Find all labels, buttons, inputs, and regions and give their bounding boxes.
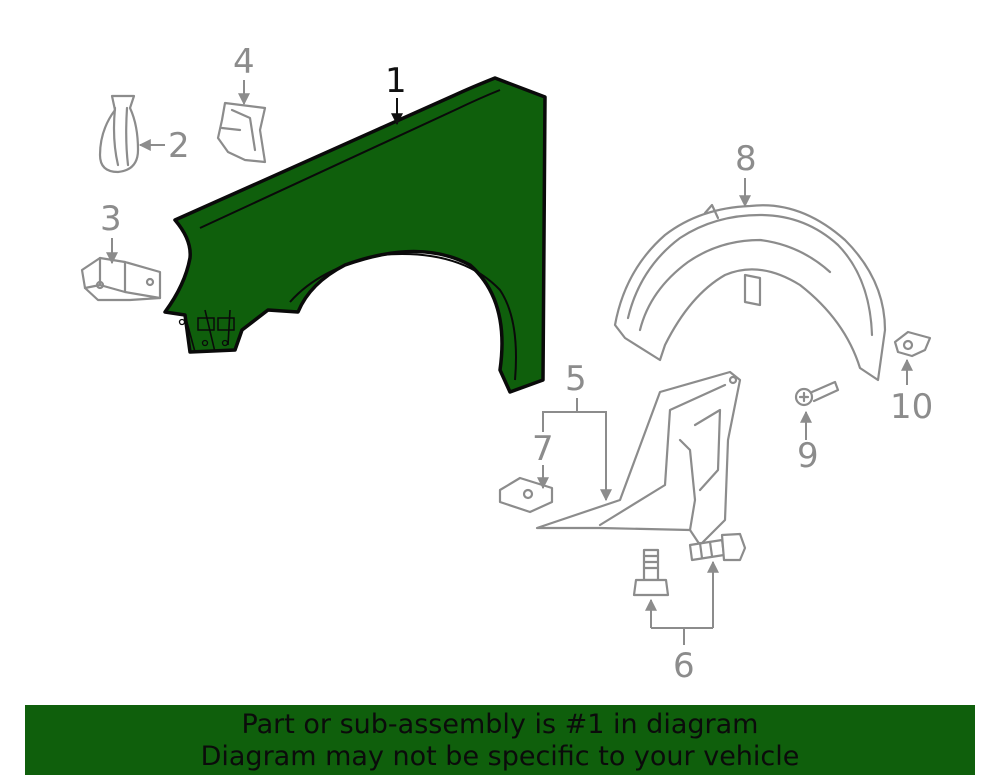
callout-3-label: 3 <box>100 199 122 239</box>
reinforcement-part-4[interactable] <box>216 101 267 164</box>
banner-line-1: Part or sub-assembly is #1 in diagram <box>241 709 759 740</box>
bracket-part-3[interactable] <box>80 256 162 302</box>
callout-10-label: 10 <box>890 387 933 427</box>
banner-line-2: Diagram may not be specific to your vehi… <box>200 741 800 772</box>
splash-shield-part-5[interactable] <box>535 370 742 547</box>
callout-5-label: 5 <box>565 359 587 399</box>
callout-9-label: 9 <box>797 436 819 476</box>
parts-diagram: 1 2 3 4 8 10 9 <box>80 42 933 686</box>
nut-part-7[interactable] <box>498 476 554 514</box>
bolt-part-6a[interactable] <box>632 548 670 597</box>
info-banner: Part or sub-assembly is #1 in diagram Di… <box>25 705 975 775</box>
bolt-part-6b[interactable] <box>688 532 747 562</box>
fender-part-1[interactable] <box>163 76 547 394</box>
screw-part-9[interactable] <box>794 380 840 407</box>
callout-8-label: 8 <box>735 139 757 179</box>
callout-6-label: 6 <box>673 646 695 686</box>
clip-part-10[interactable] <box>893 330 932 358</box>
seal-part-2[interactable] <box>98 94 140 174</box>
callout-1-label: 1 <box>385 61 407 101</box>
callout-5-leader <box>542 411 612 502</box>
callout-4-label: 4 <box>233 42 255 82</box>
fender-liner-part-8[interactable] <box>613 203 887 382</box>
callout-6-leader-bar <box>651 627 713 645</box>
callout-7-label: 7 <box>532 429 554 469</box>
callout-2-label: 2 <box>168 126 190 166</box>
